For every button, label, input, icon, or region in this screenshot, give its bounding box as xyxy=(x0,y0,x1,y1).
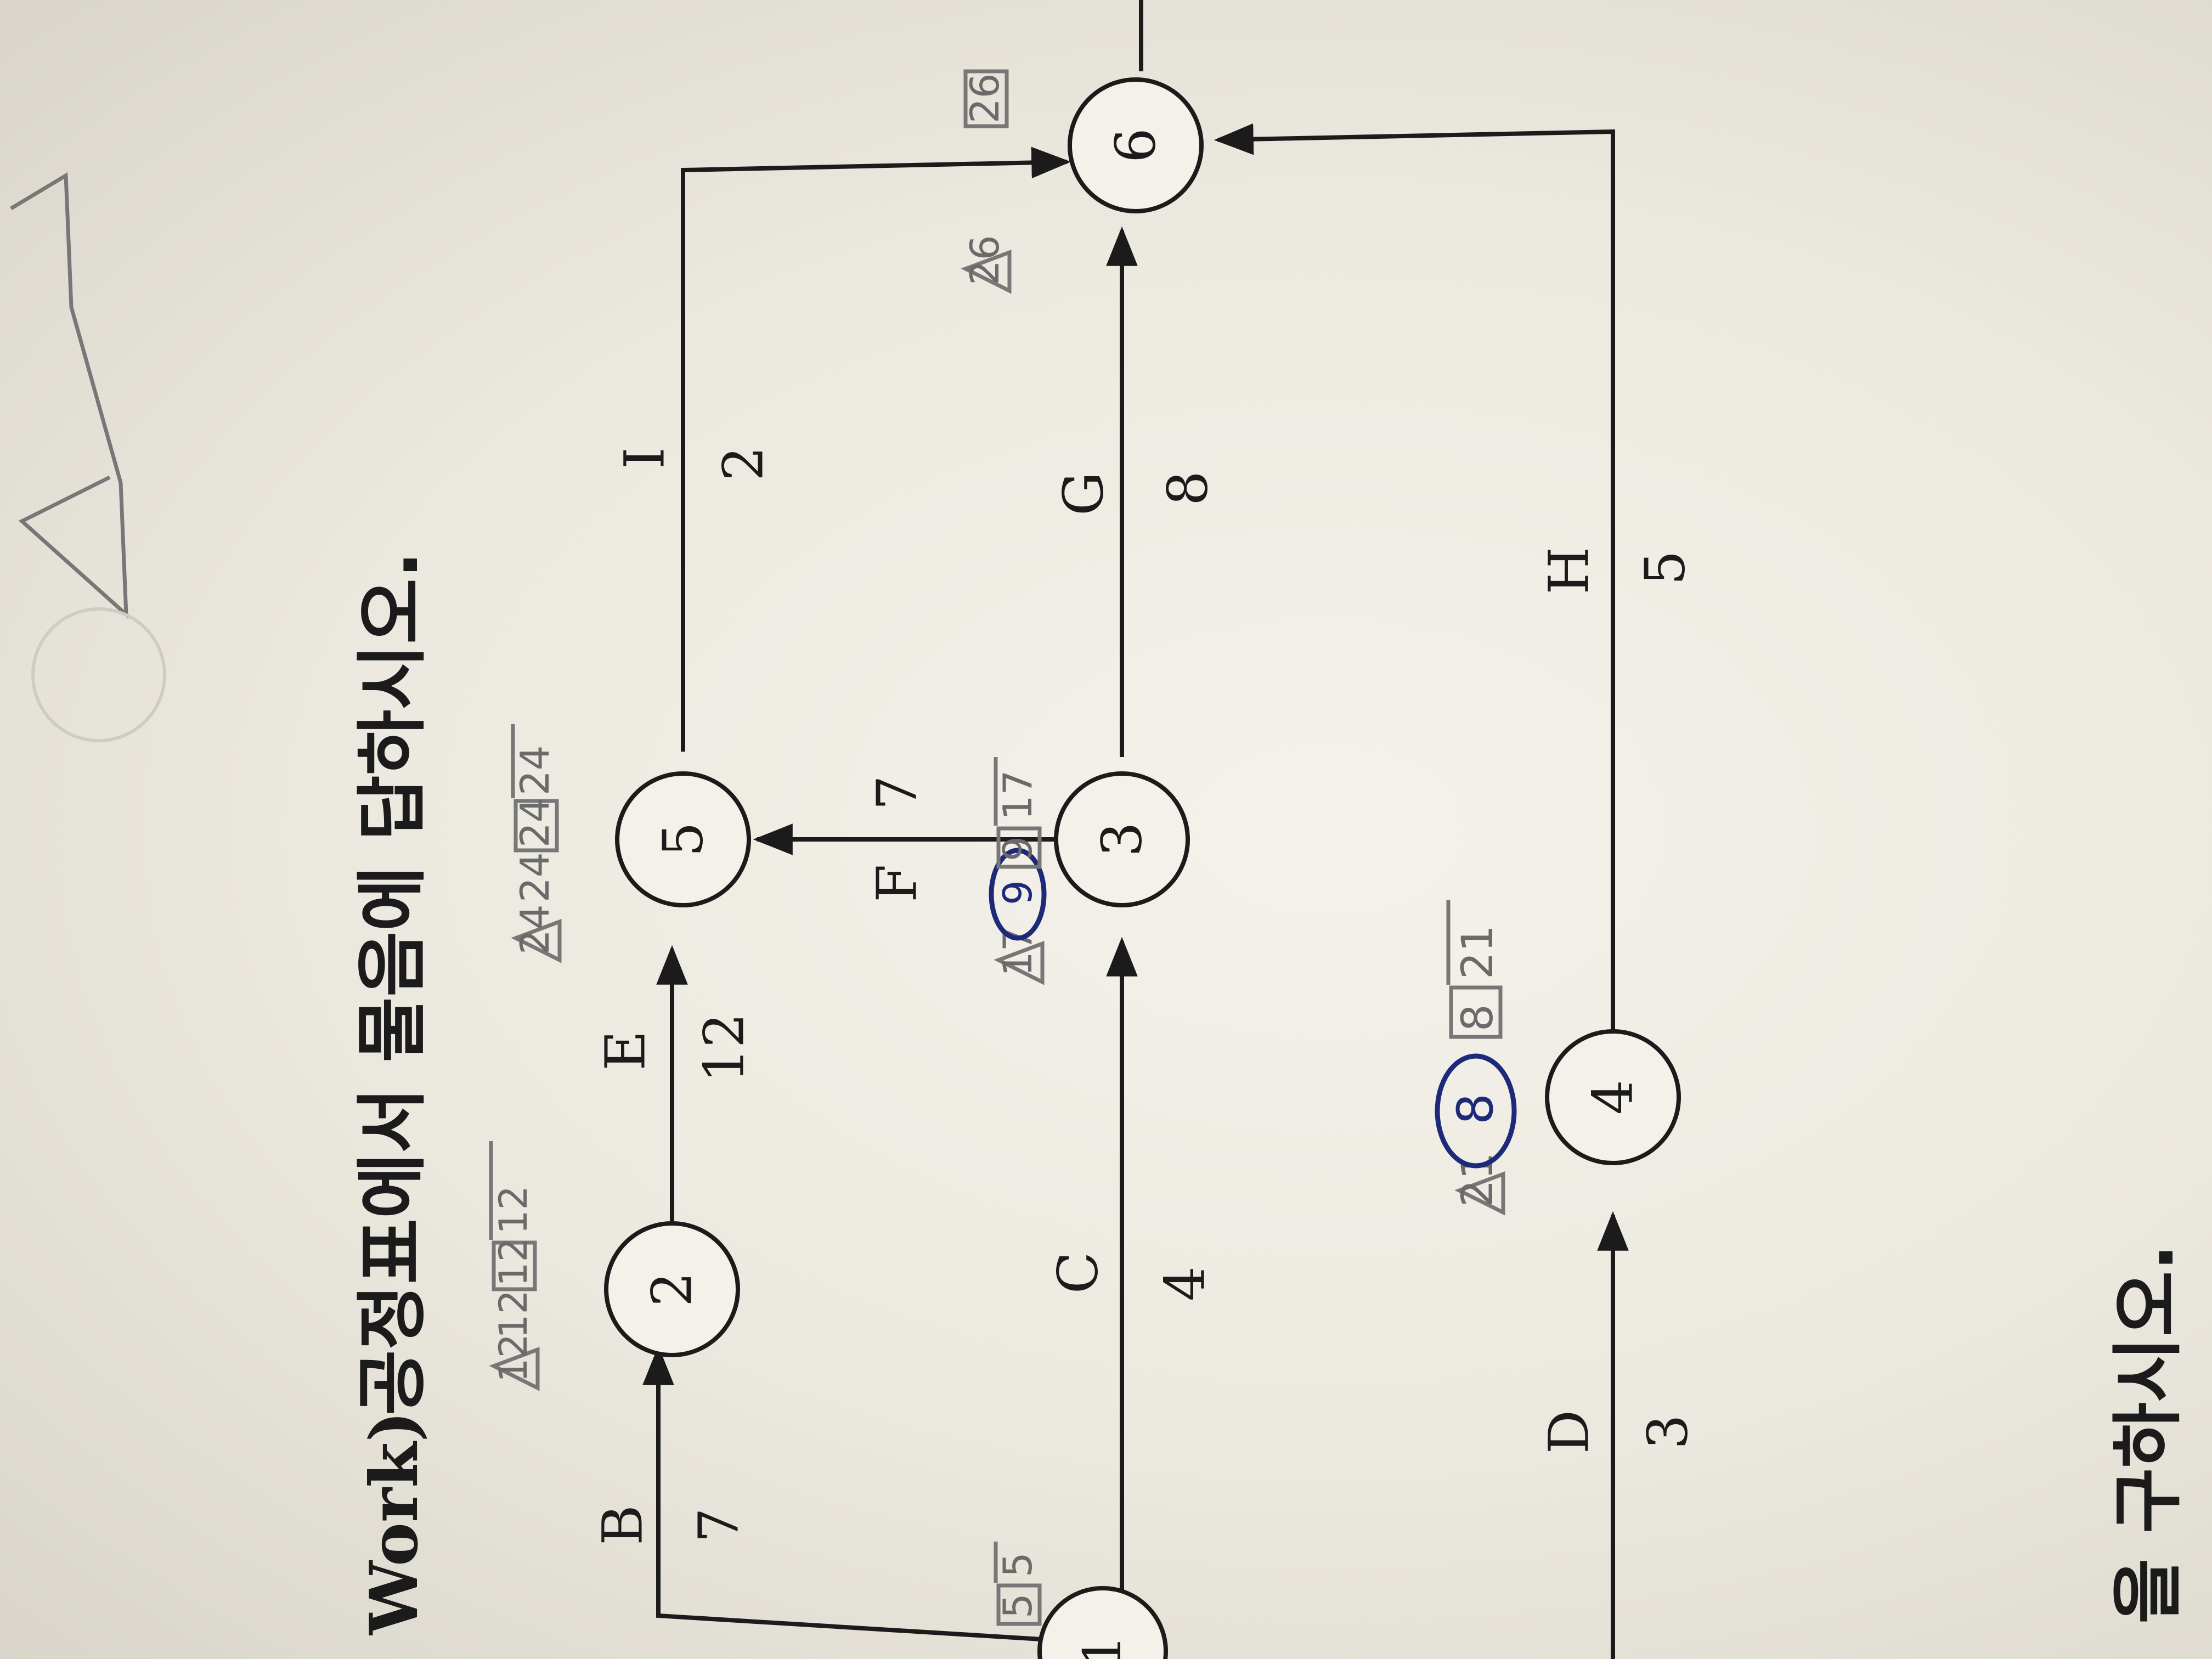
activity-D-name: D xyxy=(1537,1410,1601,1454)
node-6: 6 xyxy=(1068,77,1204,213)
pencil-sketch xyxy=(10,172,166,742)
annotation-node-5-d: 24 xyxy=(512,745,558,795)
activity-D-duration: 3 xyxy=(1636,1414,1700,1449)
edge-4-6 xyxy=(1214,123,1615,1031)
activity-F-name: F xyxy=(865,864,929,902)
annotation-node-2-c: 12 xyxy=(491,1238,536,1286)
node-5-label: 5 xyxy=(651,822,715,857)
edge-5-6 xyxy=(681,146,1071,752)
annotation-node-1-a: 5 xyxy=(995,1593,1041,1618)
annotation-node-2-a: 12 xyxy=(491,1334,536,1383)
annotation-node-4-c: 8 xyxy=(1453,1004,1503,1031)
annotation-node-4-b: 8 xyxy=(1447,1093,1504,1125)
annotation-node-6: 26 26 xyxy=(961,69,1012,294)
annotation-node-3: 17 9 9 17 xyxy=(989,757,1047,985)
heading: Work) 공정표에서 물음에 답하시오. xyxy=(351,551,434,1636)
annotation-node-6-b: 26 xyxy=(962,73,1008,123)
activity-B-duration: 7 xyxy=(687,1508,751,1543)
activity-C-name: C xyxy=(1046,1252,1110,1294)
annotation-node-3-c: 9 xyxy=(995,836,1041,861)
activity-G-duration: 8 xyxy=(1156,471,1220,506)
activity-E-name: E xyxy=(594,1031,658,1071)
node-2: 2 xyxy=(604,1221,740,1357)
activity-F-duration: 7 xyxy=(865,775,929,810)
bottom-fragment: 을 구하시오. xyxy=(2106,1244,2190,1624)
activity-labels: B 7 E 12 C 4 F 7 D 3 I 2 G 8 H 5 xyxy=(591,446,1700,1545)
handwritten-annotations: 12 12 12 12 24 24 24 24 17 9 xyxy=(489,69,1517,1626)
activity-H-name: H xyxy=(1537,546,1601,594)
bottom-fragment-text: 을 구하시오. xyxy=(2106,1244,2190,1624)
node-3-label: 3 xyxy=(1090,822,1154,857)
annotation-node-5: 24 24 24 24 xyxy=(511,724,562,963)
annotation-node-2-d: 12 xyxy=(491,1186,536,1234)
annotation-node-6-a: 26 xyxy=(962,235,1008,285)
annotation-node-5-b: 24 xyxy=(512,852,558,902)
annotation-node-1: 5 5 xyxy=(994,1542,1042,1626)
node-3: 3 xyxy=(1054,771,1190,907)
activity-B-name: B xyxy=(591,1505,655,1545)
annotation-node-1-b: 5 xyxy=(995,1552,1041,1577)
activity-H-duration: 5 xyxy=(1633,550,1697,585)
node-4: 4 xyxy=(1545,1029,1681,1165)
heading-korean: 공정표에서 물음에 답하시오. xyxy=(351,551,434,1415)
annotation-node-3-d: 17 xyxy=(995,770,1041,820)
edge-1-2 xyxy=(642,1345,1059,1643)
annotation-node-4-d: 21 xyxy=(1453,925,1503,979)
activity-G-name: G xyxy=(1052,472,1116,516)
activity-I-name: I xyxy=(613,447,677,469)
annotation-node-5-c: 24 xyxy=(512,797,558,848)
activity-C-duration: 4 xyxy=(1153,1266,1217,1301)
annotation-node-2: 12 12 12 12 xyxy=(489,1141,540,1391)
node-4-label: 4 xyxy=(1581,1080,1645,1115)
node-1: 1 xyxy=(1037,1586,1168,1659)
annotation-node-2-b: 12 xyxy=(491,1290,536,1339)
activity-I-duration: 2 xyxy=(712,446,776,481)
annotation-node-3-a: 17 xyxy=(995,926,1041,977)
heading-prefix: Work) xyxy=(356,1411,433,1636)
activity-E-duration: 12 xyxy=(692,1013,757,1082)
annotation-node-5-a: 24 xyxy=(512,904,558,955)
node-6-label: 6 xyxy=(1104,128,1168,163)
annotation-node-4: 21 8 8 21 xyxy=(1435,900,1517,1216)
node-2-label: 2 xyxy=(640,1272,704,1307)
node-5: 5 xyxy=(615,771,751,907)
annotation-node-3-b: 9 xyxy=(995,880,1041,905)
node-1-label: 1 xyxy=(1073,1635,1133,1659)
